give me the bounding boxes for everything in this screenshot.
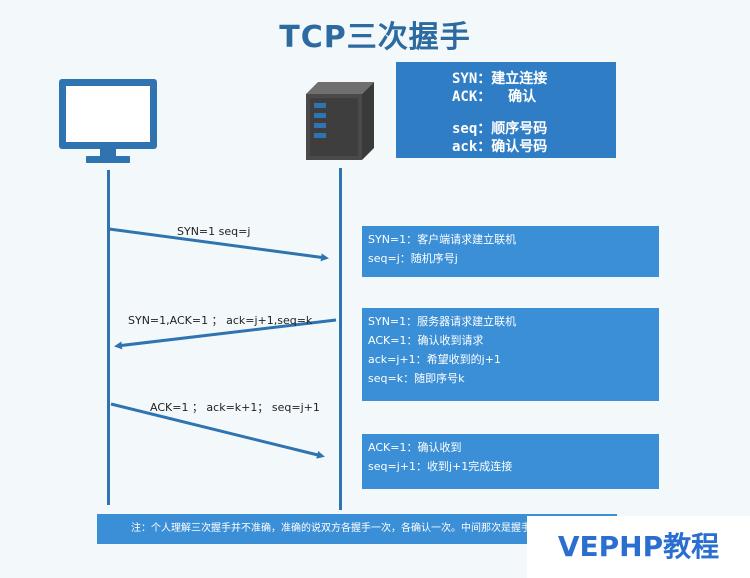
server-icon [306, 82, 374, 160]
step-box-line: SYN=1：服务器请求建立联机 [368, 315, 517, 328]
step-box-line: ack=j+1：希望收到的j+1 [368, 353, 501, 366]
step-box-line: SYN=1：客户端请求建立联机 [368, 233, 517, 246]
step-box-line: seq=j+1：收到j+1完成连接 [368, 460, 513, 473]
legend-ack-number: ack：确认号码 [452, 139, 548, 155]
arrow-syn-ack [114, 318, 337, 350]
step-box-2: SYN=1：服务器请求建立联机 ACK=1：确认收到请求 ack=j+1：希望收… [362, 308, 659, 401]
step-box-line: seq=k：随即序号k [368, 372, 465, 385]
legend-syn: SYN：建立连接 [452, 71, 548, 87]
client-lifeline [107, 170, 110, 505]
arrow-syn [108, 227, 329, 262]
arrow-ack [110, 402, 325, 459]
legend-box: SYN：建立连接 ACK： 确认 seq：顺序号码 ack：确认号码 [396, 62, 616, 158]
step-box-line: ACK=1：确认收到请求 [368, 334, 484, 347]
server-lifeline [339, 168, 342, 510]
legend-ack: ACK： 确认 [452, 89, 537, 105]
client-monitor-icon [59, 79, 157, 163]
legend-seq: seq：顺序号码 [452, 121, 548, 137]
message-label-2: SYN=1,ACK=1 ； ack=j+1,seq=k [128, 314, 313, 327]
step-box-line: seq=j：随机序号j [368, 252, 458, 265]
step-box-3: ACK=1：确认收到 seq=j+1：收到j+1完成连接 [362, 434, 659, 489]
diagram-title: TCP三次握手 [279, 20, 471, 55]
step-box-line: ACK=1：确认收到 [368, 441, 462, 454]
step-box-1: SYN=1：客户端请求建立联机 seq=j：随机序号j [362, 226, 659, 277]
message-label-1: SYN=1 seq=j [177, 225, 251, 238]
watermark-logo: VEPHP教程 [527, 516, 750, 578]
message-label-3: ACK=1 ； ack=k+1； seq=j+1 [150, 401, 320, 414]
